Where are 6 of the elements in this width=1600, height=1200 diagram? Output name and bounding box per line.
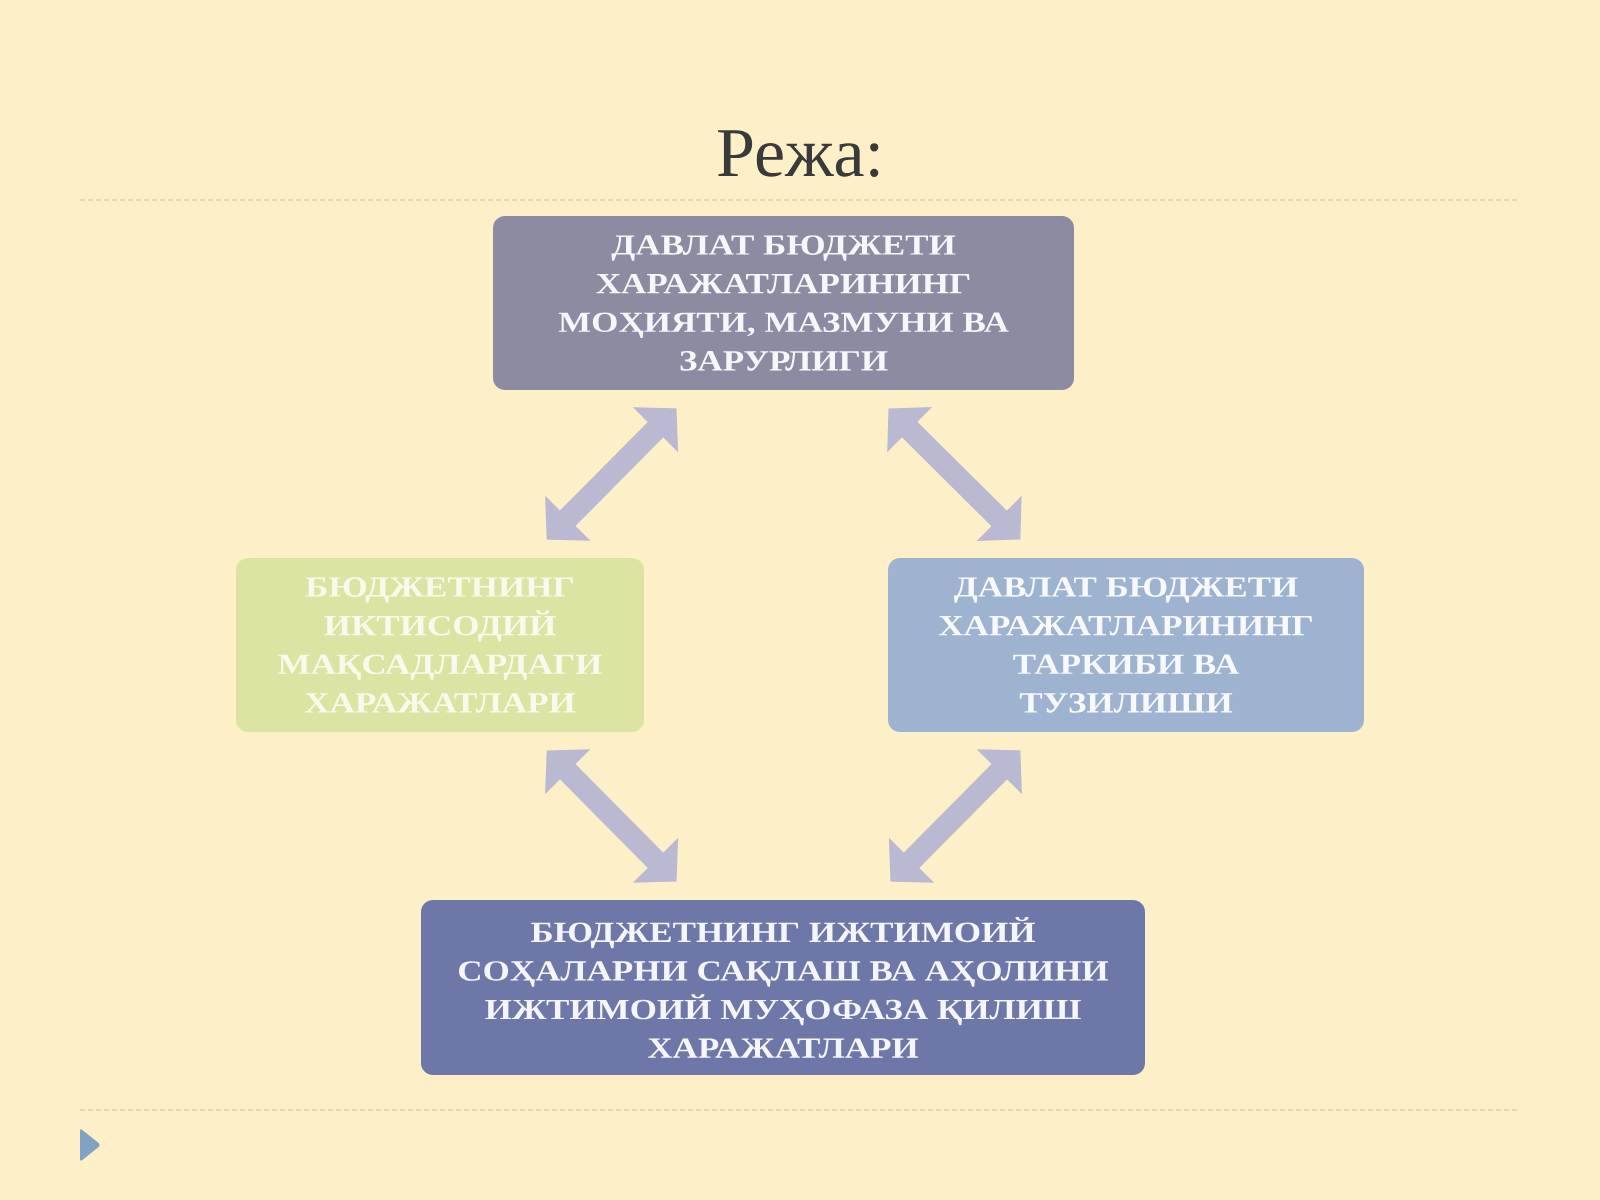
topic-box: БЮДЖЕТНИНГ ИКТИСОДИЙ МАҚСАДЛАРДАГИ ХАРАЖАТЛАРИ — [236, 558, 644, 732]
topic-box: БЮДЖЕТНИНГ ИЖТИМОИЙ СОҲАЛАРНИ САҚЛАШ ВА АҲОЛИНИ ИЖТИМОИЙ МУҲОФАЗА ҚИЛИШ ХАРАЖАТЛАРИ — [421, 900, 1145, 1075]
topic-box: ДАВЛАТ БЮДЖЕТИ ХАРАЖАТЛАРИНИНГ МОҲИЯТИ, МАЗМУНИ ВА ЗАРУРЛИГИ — [493, 216, 1074, 390]
topic-box: ДАВЛАТ БЮДЖЕТИ ХАРАЖАТЛАРИНИНГ ТАРКИБИ ВА ТУЗИЛИШИ — [888, 558, 1364, 732]
title: Режа: — [718, 130, 879, 177]
double-arrow — [545, 749, 679, 883]
